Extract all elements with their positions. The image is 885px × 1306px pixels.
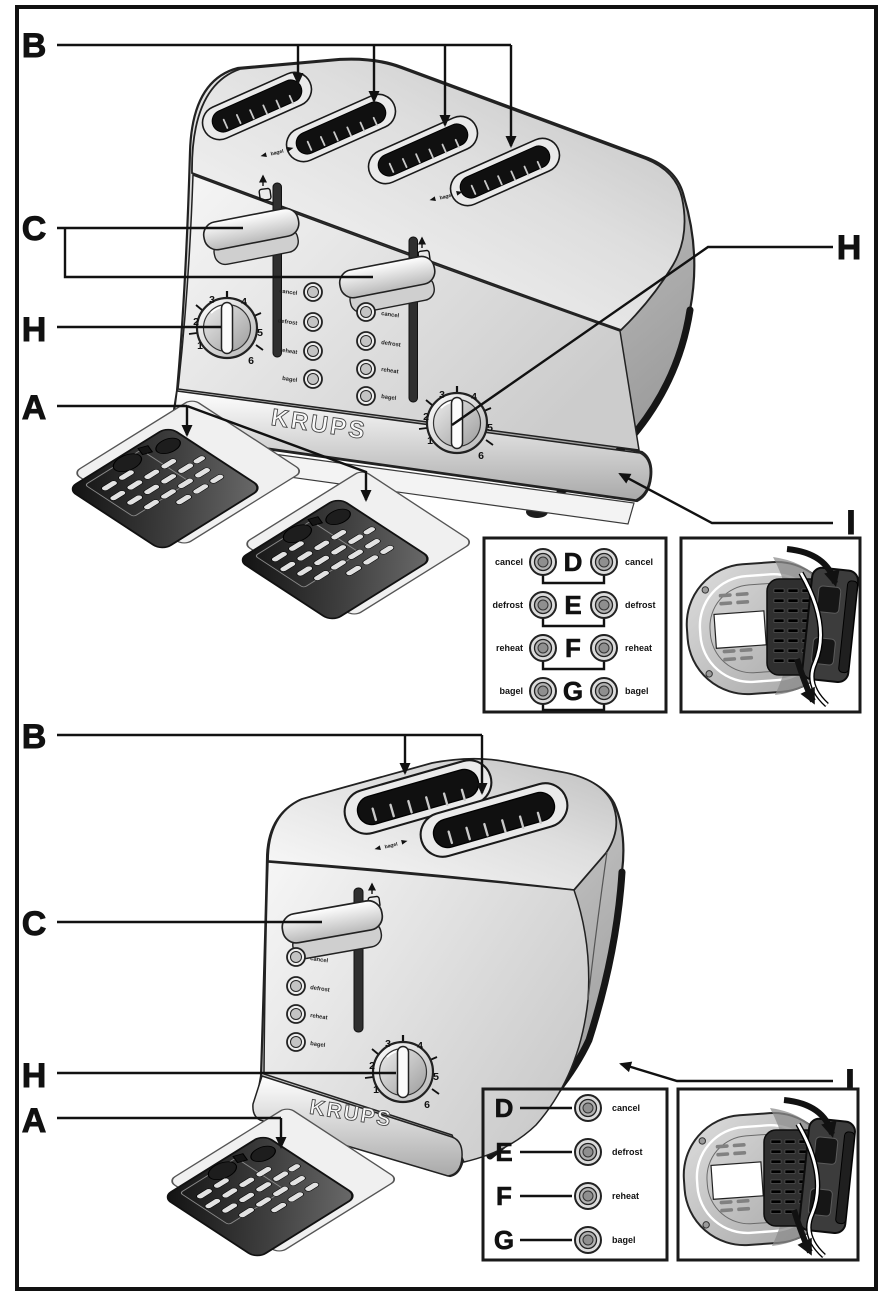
callout-letter-g: G xyxy=(563,676,583,706)
top-diagram-callouts: B C H A H I xyxy=(21,27,862,543)
button-label: defrost xyxy=(277,318,297,327)
button-label: reheat xyxy=(310,1013,328,1021)
inset-label-left: cancel xyxy=(495,557,523,567)
button-label: bagel xyxy=(381,394,397,402)
two-slice-toaster-diagram: KRUPS cancel defrost reheat bagel xyxy=(151,753,626,1264)
button-label: bagel xyxy=(282,376,298,384)
four-slice-toaster-diagram: KRUPS cancel defrost reheat bagel cancel… xyxy=(56,57,696,627)
button-label: defrost xyxy=(381,340,401,349)
callout-letter-g: G xyxy=(494,1225,514,1255)
inset-box xyxy=(481,1087,669,1262)
callout-letter-i: I xyxy=(846,504,855,542)
button-detail-inset-two-slice: D cancel E defrost F reheat G bagel xyxy=(481,1087,669,1262)
button-label: cancel xyxy=(381,311,400,320)
callout-letter-a: A xyxy=(22,389,47,427)
callout-letter-b: B xyxy=(22,27,47,65)
callout-letter-i: I xyxy=(845,1063,854,1101)
callout-letter-h-left: H xyxy=(22,311,47,349)
callout-letter-f: F xyxy=(565,633,581,663)
inset-label-right: reheat xyxy=(625,643,652,653)
bottom-diagram-callouts: B C H A I xyxy=(21,718,855,1147)
inset-label: reheat xyxy=(612,1191,639,1201)
inset-label-left: reheat xyxy=(496,643,523,653)
callout-a-leader xyxy=(57,404,187,435)
cord-wrap-inset-top xyxy=(679,536,860,714)
button-label: bagel xyxy=(310,1041,326,1049)
button-detail-inset-four-slice: cancel D cancel defrost E defrost reheat… xyxy=(482,536,668,714)
callout-letter-c: C xyxy=(22,905,47,943)
callout-a-leader xyxy=(57,1116,281,1147)
inset-label-right: defrost xyxy=(625,600,656,610)
callout-letter-h: H xyxy=(22,1057,47,1095)
page-border xyxy=(15,5,878,1291)
inset-label-left: bagel xyxy=(499,686,523,696)
callout-i-leader xyxy=(618,472,833,525)
callout-letter-a: A xyxy=(22,1102,47,1140)
button-label: defrost xyxy=(310,985,330,994)
callout-letter-e: E xyxy=(564,590,581,620)
button-label: cancel xyxy=(310,956,329,965)
callout-letter-d: D xyxy=(495,1093,514,1123)
callout-letter-d: D xyxy=(564,547,583,577)
inset-label: defrost xyxy=(612,1147,643,1157)
inset-label-right: cancel xyxy=(625,557,653,567)
button-label: cancel xyxy=(279,289,298,298)
inset-label-right: bagel xyxy=(625,686,649,696)
callout-c-leader xyxy=(57,226,373,279)
callout-letter-f: F xyxy=(496,1181,512,1211)
cord-wrap-inset-bottom xyxy=(676,1087,860,1262)
inset-label-left: defrost xyxy=(492,600,523,610)
callout-letter-h-right: H xyxy=(837,229,862,267)
callout-letter-b: B xyxy=(22,718,47,756)
inset-label: bagel xyxy=(612,1235,636,1245)
chrome-band xyxy=(252,1075,463,1177)
button-label: reheat xyxy=(381,367,399,375)
callout-letter-e: E xyxy=(495,1137,512,1167)
inset-label: cancel xyxy=(612,1103,640,1113)
button-label: reheat xyxy=(279,348,297,356)
callout-letter-c: C xyxy=(22,210,47,248)
callout-h-right-leader xyxy=(451,245,833,426)
callout-i-leader xyxy=(619,1061,833,1083)
